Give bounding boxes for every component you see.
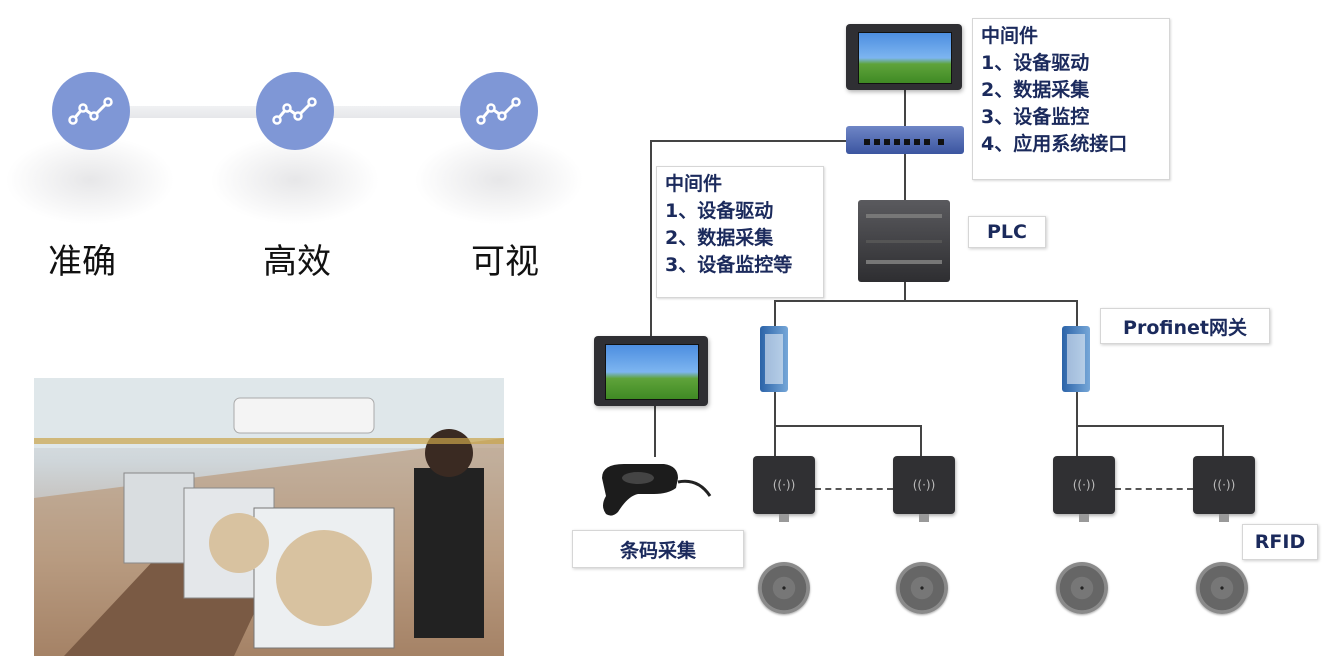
feature-label-efficient: 高效 [263, 242, 331, 282]
profinet-gateway-right [1062, 326, 1090, 392]
connector-line [650, 140, 848, 142]
connector-line [904, 282, 906, 302]
connector-line [920, 425, 922, 456]
connector-line [650, 140, 652, 338]
network-switch [846, 126, 964, 154]
note-item: 3、设备监控等 [665, 254, 793, 276]
connector-line [774, 300, 1078, 302]
touch-panel-monitor [846, 24, 962, 90]
rfid-tag-disc [1056, 562, 1108, 614]
line-graph-icon [52, 72, 130, 150]
note-item: 2、数据采集 [665, 227, 774, 249]
plc-label: PLC [968, 216, 1046, 248]
connector-line [774, 300, 776, 326]
rfid-reader: ((·)) [1053, 456, 1115, 522]
feature-shadow [210, 135, 380, 225]
connector-line [1076, 425, 1224, 427]
feature-shadow [5, 135, 175, 225]
connector-line [1076, 392, 1078, 456]
plc-device [858, 200, 950, 282]
feature-label-visual: 可视 [471, 242, 539, 282]
assembly-line-photo [34, 378, 504, 656]
feature-label-accurate: 准确 [48, 242, 116, 282]
rfid-tag-disc [758, 562, 810, 614]
note-item: 4、应用系统接口 [981, 133, 1128, 155]
rfid-tag-disc [896, 562, 948, 614]
note-title: 中间件 [665, 173, 723, 195]
profinet-gateway-left [760, 326, 788, 392]
barcode-capture-label: 条码采集 [572, 530, 744, 568]
panel-pc-monitor [594, 336, 708, 406]
connector-line [774, 392, 776, 456]
line-graph-icon [256, 72, 334, 150]
connector-line [774, 425, 922, 427]
connector-line [904, 90, 906, 130]
middleware-note-top: 中间件 1、设备驱动 2、数据采集 3、设备监控 4、应用系统接口 [972, 18, 1170, 180]
note-item: 3、设备监控 [981, 106, 1090, 128]
line-graph-icon [460, 72, 538, 150]
rfid-reader: ((·)) [893, 456, 955, 522]
connector-line [904, 154, 906, 200]
middleware-note-left: 中间件 1、设备驱动 2、数据采集 3、设备监控等 [656, 166, 824, 298]
rfid-reader: ((·)) [1193, 456, 1255, 522]
connector-line [654, 405, 656, 457]
rfid-reader: ((·)) [753, 456, 815, 522]
note-title: 中间件 [981, 25, 1039, 47]
connector-line [1076, 300, 1078, 326]
connector-line [1222, 425, 1224, 456]
profinet-gateway-label: Profinet网关 [1100, 308, 1270, 344]
dashed-link [1115, 488, 1193, 490]
note-item: 1、设备驱动 [665, 200, 774, 222]
note-item: 1、设备驱动 [981, 52, 1090, 74]
rfid-tag-disc [1196, 562, 1248, 614]
dashed-link [815, 488, 893, 490]
barcode-scanner-icon [602, 464, 712, 516]
note-item: 2、数据采集 [981, 79, 1090, 101]
feature-shadow [414, 135, 584, 225]
rfid-label: RFID [1242, 524, 1318, 560]
